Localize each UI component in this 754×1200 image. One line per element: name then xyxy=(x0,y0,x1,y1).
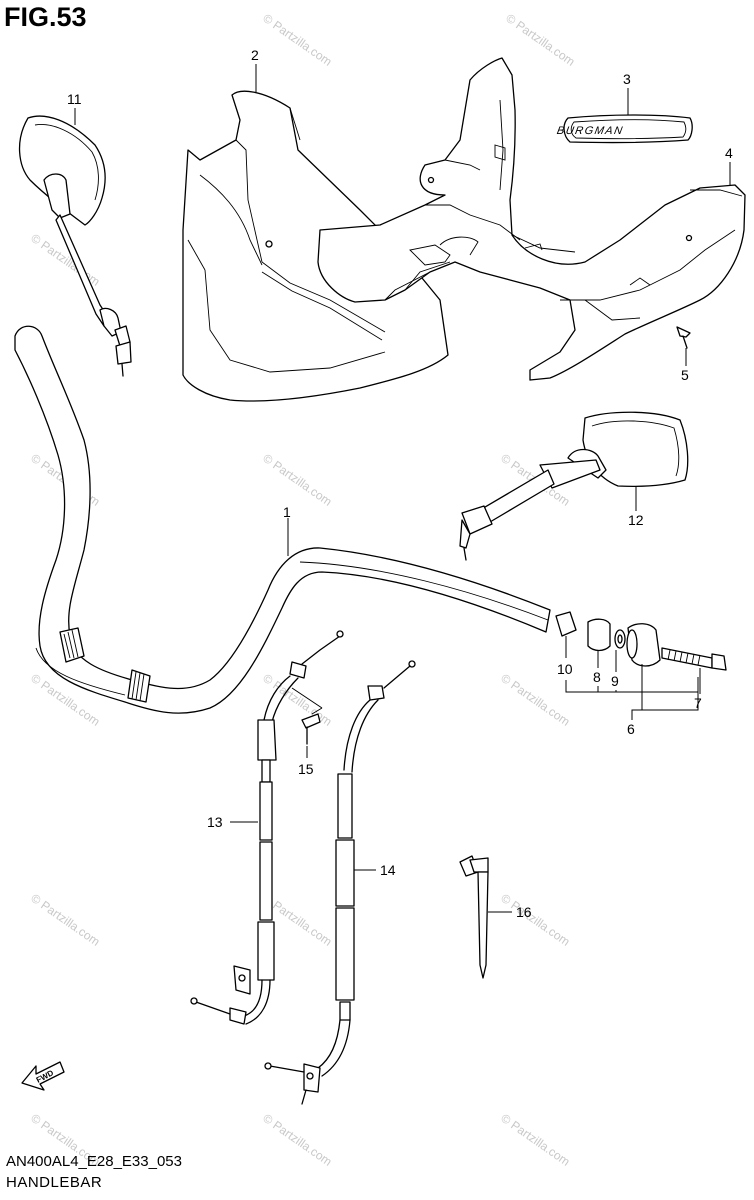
fwd-arrow: FWD xyxy=(21,1061,65,1091)
callout-10: 10 xyxy=(557,661,573,677)
figure-title: FIG.53 xyxy=(4,2,87,32)
part-handlebar xyxy=(14,325,551,714)
part-screw-15 xyxy=(301,713,321,745)
callout-6: 6 xyxy=(627,721,635,737)
watermark: © Partzilla.com xyxy=(28,891,102,949)
watermark: © Partzilla.com xyxy=(260,451,334,509)
callout-4: 4 xyxy=(725,145,733,161)
part-cable-14 xyxy=(264,660,416,1105)
part-screw-5 xyxy=(676,326,691,349)
part-cable-13 xyxy=(190,630,344,1025)
callout-2: 2 xyxy=(251,47,259,63)
callout-7: 7 xyxy=(694,695,702,711)
watermark: © Partzilla.com xyxy=(498,891,572,949)
callout-13: 13 xyxy=(207,814,223,830)
section-name: HANDLEBAR xyxy=(6,1174,103,1191)
callout-3: 3 xyxy=(623,71,631,87)
callout-16: 16 xyxy=(516,904,532,920)
callout-9: 9 xyxy=(611,673,619,689)
watermark: © Partzilla.com xyxy=(260,11,334,69)
callout-leaders xyxy=(74,64,731,913)
part-mirror-right xyxy=(459,411,689,561)
callout-15: 15 xyxy=(298,761,314,777)
part-mirror-left xyxy=(18,115,132,377)
watermark: © Partzilla.com xyxy=(498,1111,572,1169)
callout-12: 12 xyxy=(628,512,644,528)
callout-8: 8 xyxy=(593,669,601,685)
part-handlebar-cover-rear xyxy=(317,57,746,381)
watermark: © Partzilla.com xyxy=(260,1111,334,1169)
callout-11: 11 xyxy=(67,91,82,107)
part-emblem: BURGMAN xyxy=(556,114,693,144)
watermark: © Partzilla.com xyxy=(503,11,577,69)
callout-14: 14 xyxy=(380,862,396,878)
callout-1: 1 xyxy=(283,504,291,520)
part-handlebar-cover-front xyxy=(182,90,449,402)
emblem-text: BURGMAN xyxy=(556,125,625,137)
diagram-code: AN400AL4_E28_E33_053 xyxy=(6,1153,182,1170)
callout-5: 5 xyxy=(681,367,689,383)
part-bar-end-assembly xyxy=(555,611,727,671)
callout-labels: 1 2 3 4 5 6 7 8 9 10 11 12 13 14 15 16 xyxy=(67,47,733,920)
watermark: © Partzilla.com xyxy=(498,671,572,729)
part-cable-tie xyxy=(459,855,489,979)
